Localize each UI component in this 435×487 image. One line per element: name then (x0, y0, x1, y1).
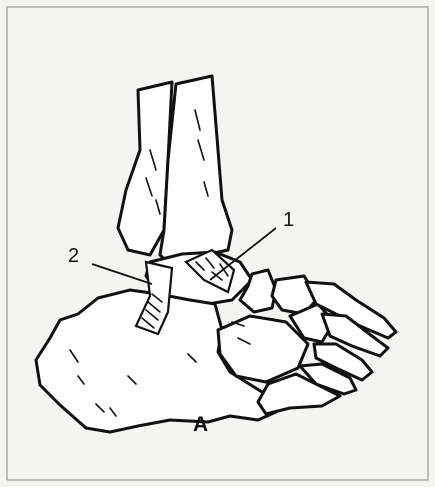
cuboid-bone (218, 316, 308, 382)
callout-number-2: 2 (68, 245, 79, 267)
panel-letter: A (193, 413, 208, 436)
callout-number-1: 1 (283, 209, 294, 231)
callout-leader-2 (92, 264, 152, 284)
